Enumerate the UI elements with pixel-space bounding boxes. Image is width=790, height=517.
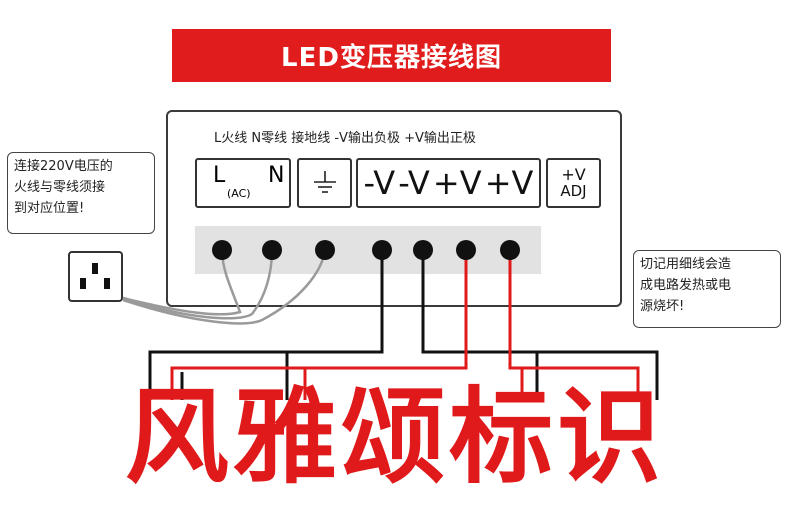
note-left-callout: 连接220V电压的 火线与零线须接 到对应位置! xyxy=(7,152,155,234)
negative-wire-right-group xyxy=(421,250,659,400)
note-left-line-1: 连接220V电压的 xyxy=(14,159,113,174)
note-right-line-1: 切记用细线会造 xyxy=(640,257,732,272)
input-wire-n xyxy=(122,249,274,320)
screw-terminal-n xyxy=(262,240,282,260)
terminal-n-label: N xyxy=(268,163,285,188)
terminal-pos-1-label: +V xyxy=(432,164,482,202)
input-wire-l xyxy=(122,249,242,316)
positive-wire-right-group xyxy=(508,250,640,400)
watermark-text: 风雅颂标识 xyxy=(124,376,665,498)
terminal-ln-box xyxy=(195,158,291,208)
terminal-ground-box xyxy=(297,158,352,208)
screw-terminal-ground xyxy=(315,240,335,260)
screw-terminal-neg-2 xyxy=(413,240,433,260)
screw-terminal-l xyxy=(212,240,232,260)
terminal-ac-label: (AC) xyxy=(227,187,251,200)
terminal-neg-1-label: -V xyxy=(363,164,396,202)
note-left-line-3: 到对应位置! xyxy=(14,201,85,216)
title-banner: LED变压器接线图 xyxy=(172,29,611,82)
terminal-l-label: L xyxy=(213,163,226,188)
terminal-pos-2-label: +V xyxy=(484,164,534,202)
note-right-line-2: 成电路发热或电 xyxy=(640,278,732,293)
screw-terminal-pos-2 xyxy=(500,240,520,260)
power-outlet-icon xyxy=(68,251,123,302)
screw-terminal-neg-1 xyxy=(372,240,392,260)
screw-terminal-pos-1 xyxy=(456,240,476,260)
adj-bottom-label: ADJ xyxy=(560,182,587,200)
title-text: LED变压器接线图 xyxy=(281,43,502,73)
negative-wire-left-group xyxy=(148,250,384,400)
ground-symbol-icon xyxy=(313,171,336,193)
note-right-callout: 切记用细线会造 成电路发热或电 源烧坏! xyxy=(633,250,781,328)
terminal-neg-2-label: -V xyxy=(398,164,430,202)
terminal-adj-box: +V ADJ xyxy=(546,158,601,208)
note-left-line-2: 火线与零线须接 xyxy=(14,180,106,195)
input-wire-ground xyxy=(122,249,327,325)
screw-terminal-strip xyxy=(195,226,541,274)
adj-top-label: +V xyxy=(561,165,586,184)
positive-wire-left-group xyxy=(170,250,468,400)
note-right-line-3: 源烧坏! xyxy=(640,299,685,314)
terminal-output-box: -V -V +V +V xyxy=(356,158,541,208)
terminal-legend: L火线 N零线 接地线 -V输出负极 +V输出正极 xyxy=(214,131,476,146)
transformer-body xyxy=(166,110,622,307)
